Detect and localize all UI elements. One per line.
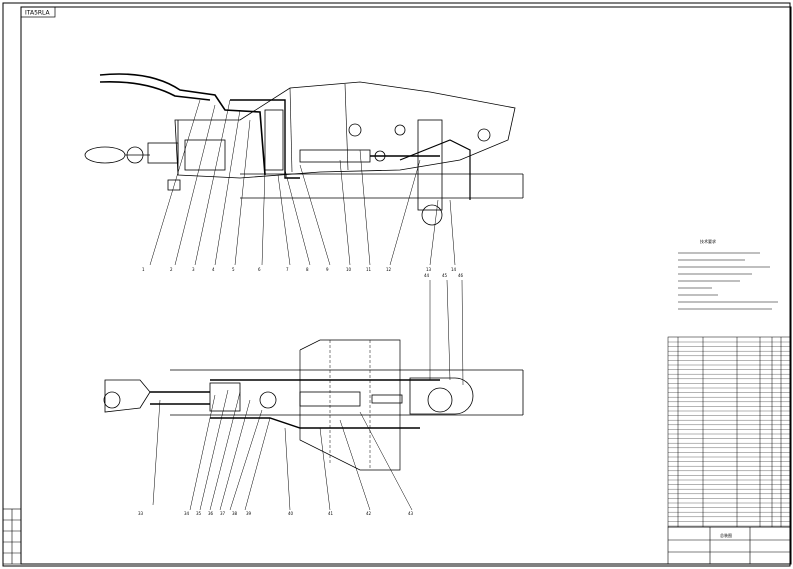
callout-34: 34 (184, 511, 190, 516)
title-block (667, 526, 791, 565)
callout-33: 33 (138, 511, 144, 516)
callout-39: 39 (246, 511, 252, 516)
callout-46: 46 (458, 273, 464, 278)
left-binding-strip (2, 508, 22, 565)
inner-border (20, 6, 792, 565)
callout-40: 40 (288, 511, 294, 516)
lower-view (103, 339, 524, 471)
callout-3: 3 (192, 267, 195, 272)
title-block-name: 总装图 (720, 532, 732, 538)
upper-callouts: 1 2 3 4 5 6 7 8 9 10 11 12 13 14 (142, 267, 457, 272)
callout-9: 9 (326, 267, 329, 272)
parts-list-rows (668, 341, 790, 527)
title-tag-text: ITA5RLA (25, 10, 51, 17)
lower-callouts: 33 34 35 36 37 38 39 40 41 42 43 44 45 4… (138, 273, 464, 516)
callout-37: 37 (220, 511, 226, 516)
notes-heading: 技术要求 (700, 238, 716, 244)
title-tag-box (20, 6, 56, 18)
callout-11: 11 (366, 267, 372, 272)
callout-14: 14 (451, 267, 457, 272)
upper-leaders (149, 99, 456, 266)
upper-view (84, 73, 524, 226)
callout-10: 10 (346, 267, 352, 272)
callout-1: 1 (142, 267, 145, 272)
lower-leaders (152, 279, 464, 511)
callout-35: 35 (196, 511, 202, 516)
callout-38: 38 (232, 511, 238, 516)
callout-44: 44 (424, 273, 430, 278)
callout-5: 5 (232, 267, 235, 272)
callout-36: 36 (208, 511, 214, 516)
callout-13: 13 (426, 267, 432, 272)
callout-45: 45 (442, 273, 448, 278)
technical-notes: 技术要求 (678, 238, 778, 310)
callout-41: 41 (328, 511, 334, 516)
parts-list (667, 336, 791, 528)
callout-7: 7 (286, 267, 289, 272)
callout-4: 4 (212, 267, 215, 272)
callout-8: 8 (306, 267, 309, 272)
callout-6: 6 (258, 267, 261, 272)
callout-2: 2 (170, 267, 173, 272)
callout-12: 12 (386, 267, 392, 272)
callout-42: 42 (366, 511, 372, 516)
callout-43: 43 (408, 511, 414, 516)
